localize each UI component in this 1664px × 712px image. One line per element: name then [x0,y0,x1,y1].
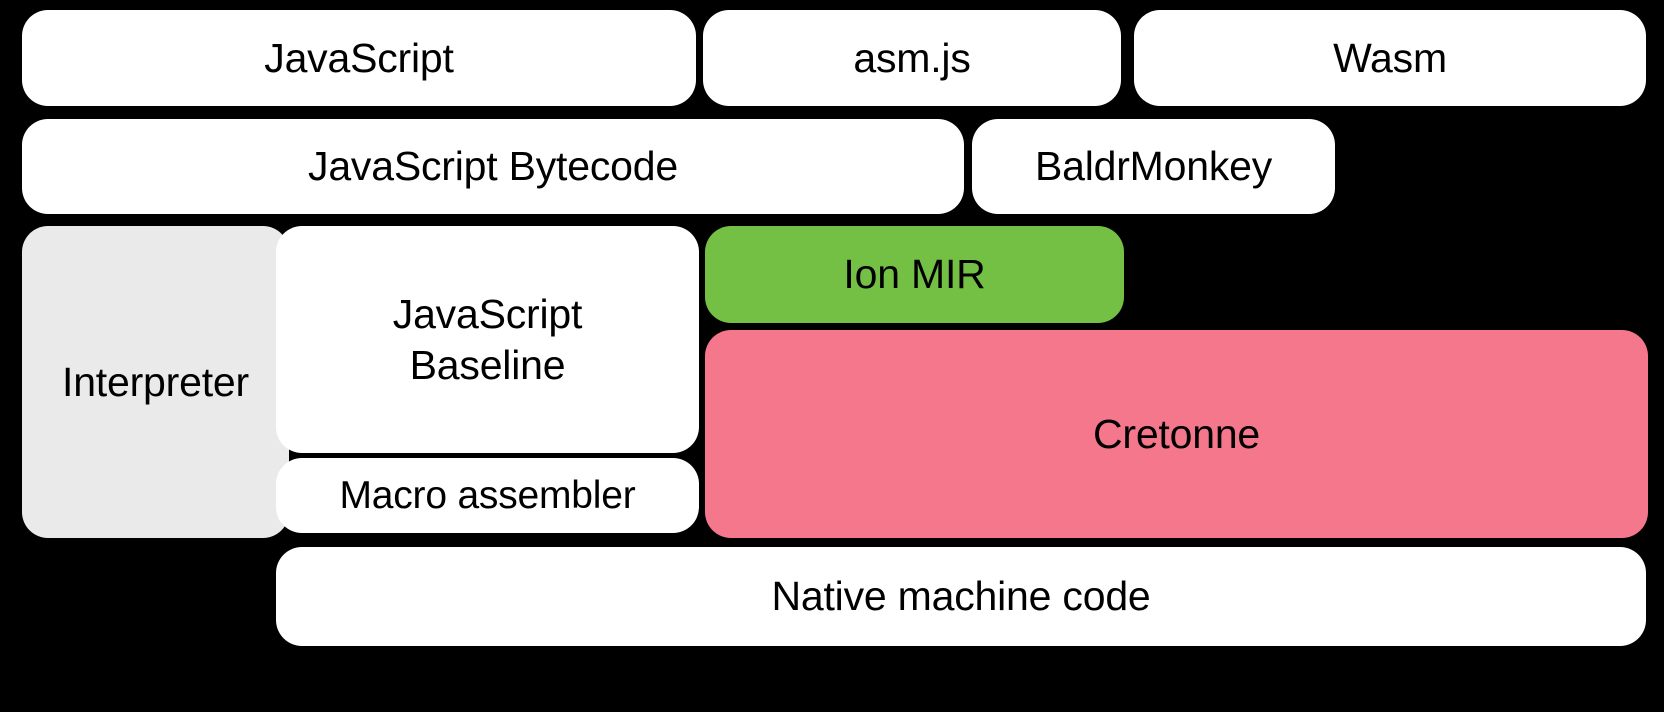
node-wasm: Wasm [1134,10,1646,106]
node-javascript-bytecode: JavaScript Bytecode [22,119,964,214]
node-macro-assembler: Macro assembler [276,458,699,533]
node-cretonne: Cretonne [705,330,1648,538]
node-asmjs: asm.js [703,10,1121,106]
node-native-machine-code: Native machine code [276,547,1646,646]
node-ion-mir: Ion MIR [705,226,1124,323]
node-baldrmonkey: BaldrMonkey [972,119,1335,214]
node-interpreter: Interpreter [22,226,289,538]
node-javascript: JavaScript [22,10,696,106]
node-javascript-baseline: JavaScript Baseline [276,226,699,453]
